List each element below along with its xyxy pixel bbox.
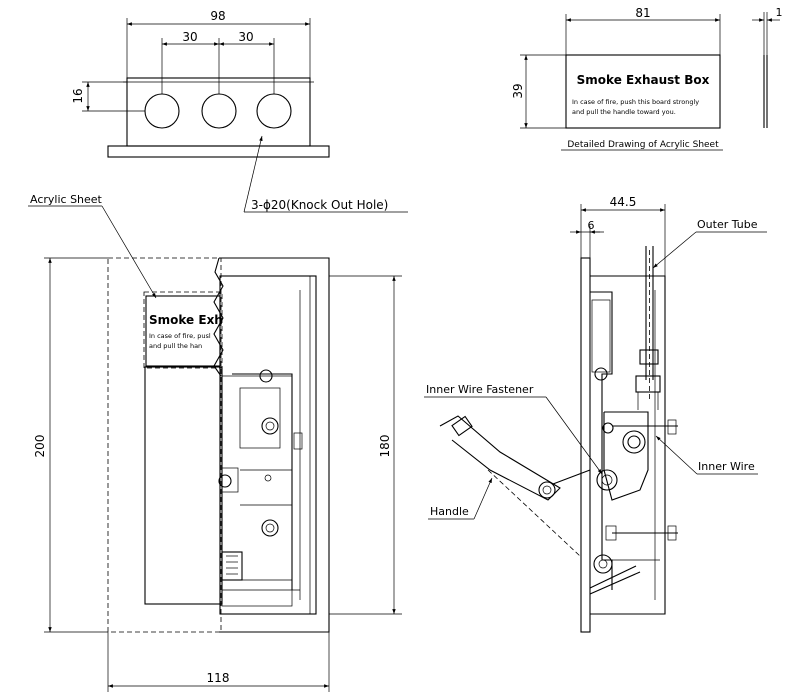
front-panel-title: Smoke Exh (149, 313, 223, 327)
top-dim-width: 98 (210, 9, 225, 23)
knockout-hole-2 (201, 93, 237, 129)
knockout-hole-label: 3-ϕ20(Knock Out Hole) (251, 198, 388, 212)
outer-tube-label: Outer Tube (697, 218, 758, 231)
acrylic-line-1: In case of fire, push this board strongl… (572, 98, 699, 106)
front-view (28, 205, 402, 692)
top-dim-height: 16 (71, 88, 85, 103)
knockout-hole-1 (144, 93, 180, 129)
side-view (424, 204, 767, 633)
acrylic-title: Smoke Exhaust Box (577, 73, 710, 87)
knockout-hole-3 (256, 93, 292, 129)
inner-wire-label: Inner Wire (698, 460, 755, 473)
handle-label: Handle (430, 505, 469, 518)
acrylic-caption: Detailed Drawing of Acrylic Sheet (567, 140, 719, 150)
front-dim-width: 118 (207, 671, 230, 685)
side-dim-flange: 6 (588, 219, 595, 232)
acrylic-sheet-label: Acrylic Sheet (30, 193, 103, 206)
front-dim-height: 200 (33, 435, 47, 458)
side-dim-depth: 44.5 (610, 195, 637, 209)
acrylic-dim-height: 39 (511, 83, 525, 98)
front-dim-inner-height: 180 (378, 435, 392, 458)
top-dim-pitch-left: 30 (182, 30, 197, 44)
acrylic-detail (520, 12, 780, 151)
top-view (82, 18, 408, 213)
front-panel-line-2: and pull the han (149, 342, 202, 350)
inner-wire-fastener-label: Inner Wire Fastener (426, 383, 534, 396)
acrylic-dim-thickness: 1 (776, 6, 783, 19)
top-dim-pitch-right: 30 (238, 30, 253, 44)
acrylic-line-2: and pull the handle toward you. (572, 108, 676, 116)
acrylic-dim-width: 81 (635, 6, 650, 20)
front-panel-line-1: In case of fire, pusl (149, 332, 211, 340)
